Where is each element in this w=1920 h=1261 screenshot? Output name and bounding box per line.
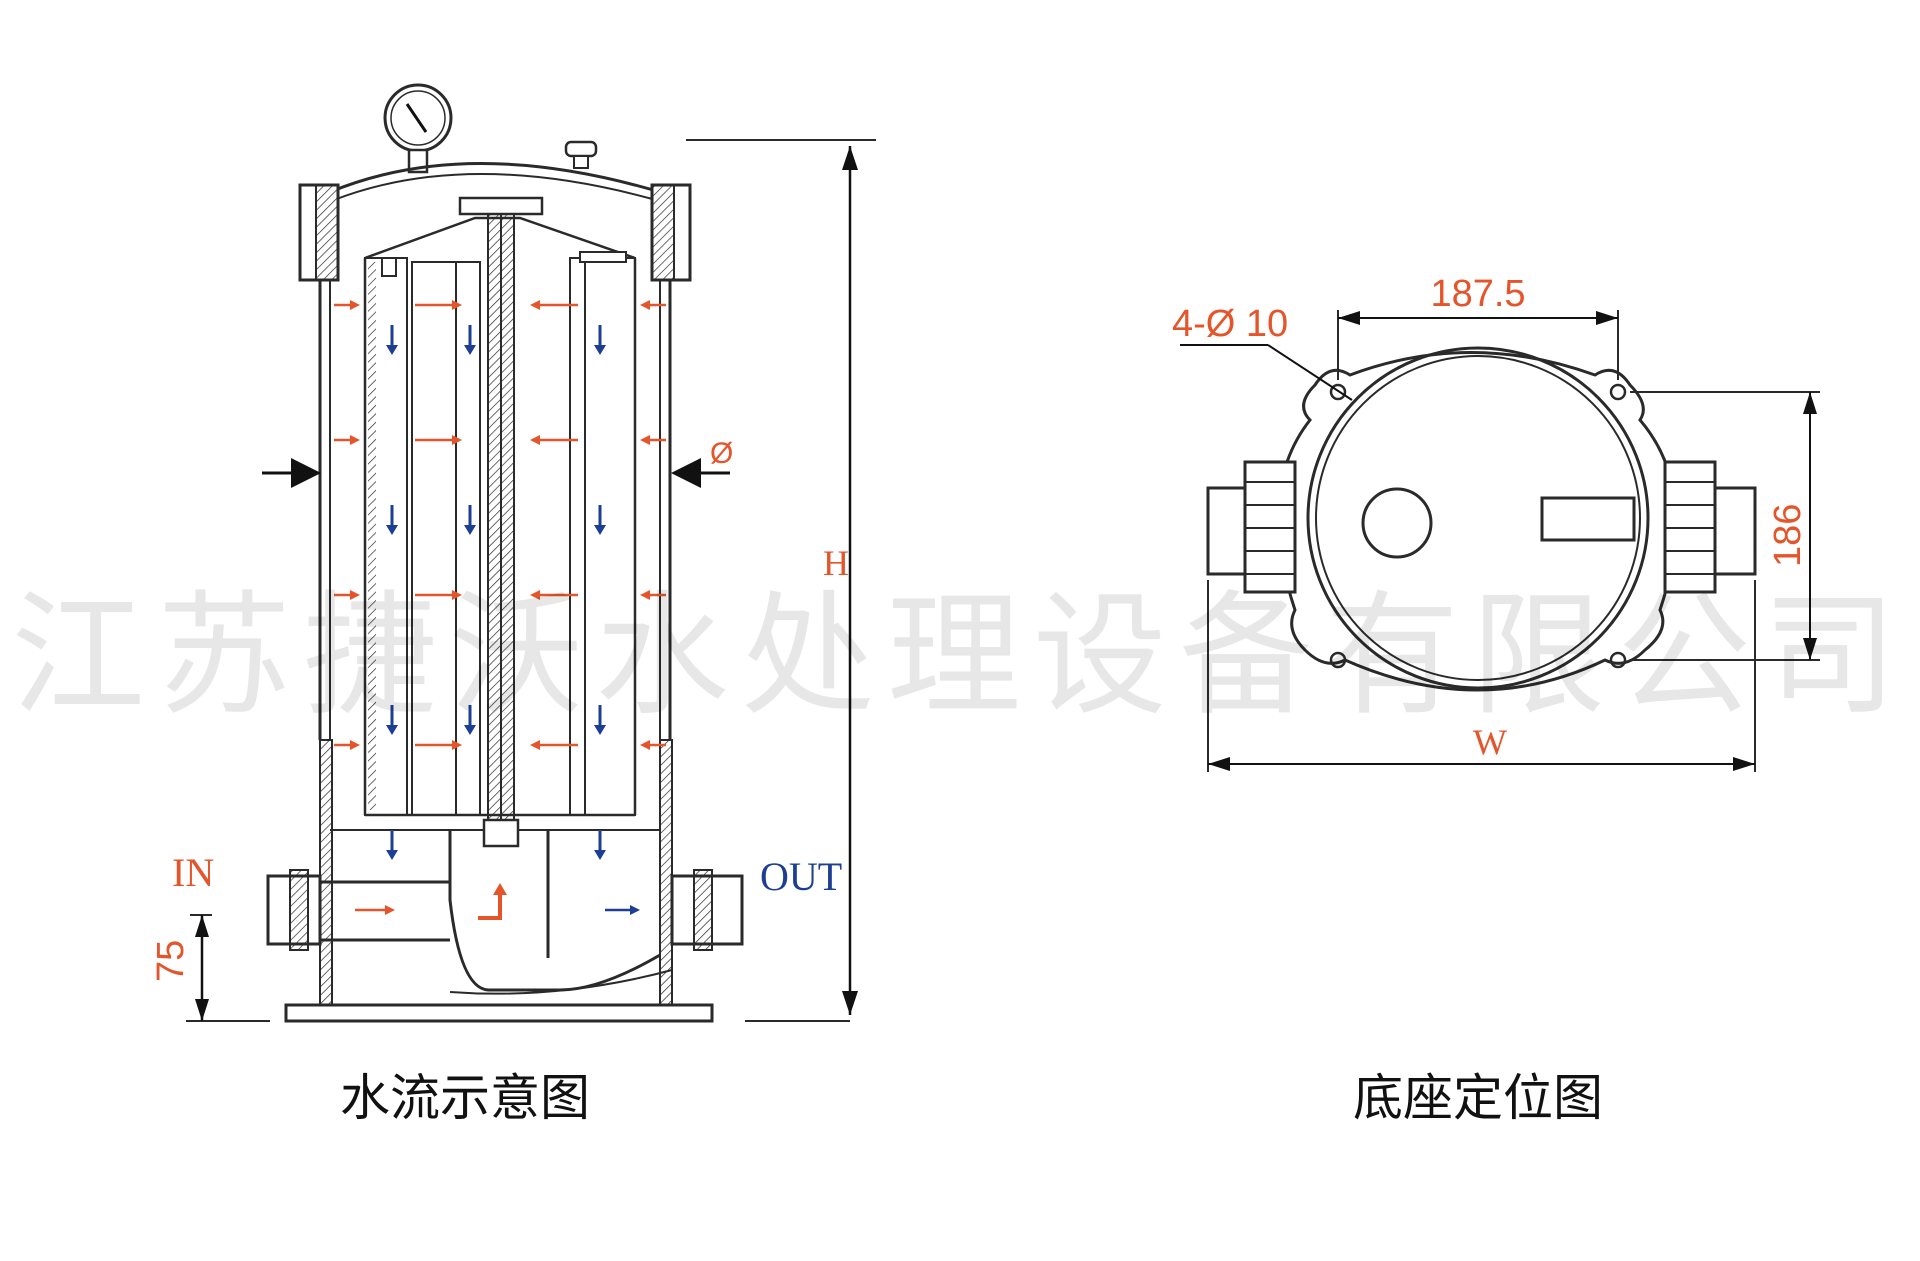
width-label: W [1473, 722, 1507, 762]
center-port [1361, 487, 1433, 559]
flow-arrowhead [594, 525, 606, 535]
mounting-hole-icons [1329, 383, 1627, 669]
flow-arrowhead [464, 725, 476, 735]
hole-spacing-dimension [1337, 310, 1619, 380]
company-watermark: 江苏捷沃水处理设备有限公司 [11, 578, 1909, 734]
base-positioning-diagram: 187.5 4-Ø 10 186 W 底座定位图 [1172, 273, 1820, 1127]
width-dimension [1207, 580, 1756, 772]
depth-label: 186 [1767, 504, 1809, 567]
flow-arrowhead [640, 435, 650, 445]
flow-arrowhead [452, 740, 462, 750]
clamp-left [298, 183, 340, 282]
inflow-arrows [334, 300, 666, 920]
flow-arrowhead [464, 345, 476, 355]
flow-arrowhead [530, 300, 540, 310]
flow-arrowhead [350, 435, 360, 445]
flow-arrowhead [452, 590, 462, 600]
pressure-gauge-icon [383, 83, 453, 174]
hole-spacing-label: 187.5 [1430, 273, 1525, 315]
flow-arrowhead [493, 883, 507, 895]
base-flange [1276, 351, 1678, 692]
flow-arrowhead [350, 300, 360, 310]
outflow-arrows [386, 325, 640, 915]
inlet-label: IN [172, 850, 214, 895]
inlet-pipe [266, 869, 450, 951]
flow-arrowhead [640, 590, 650, 600]
flow-diagram-caption: 水流示意图 [340, 1069, 590, 1127]
depth-dimension [1630, 391, 1820, 661]
left-union [1206, 460, 1297, 594]
flow-arrowhead [594, 850, 606, 860]
flow-arrowhead [452, 435, 462, 445]
flow-arrowhead [640, 740, 650, 750]
flow-arrowhead [452, 300, 462, 310]
water-flow-diagram: Ø H 75 IN OUT 水流示意图 [150, 83, 876, 1127]
height-label: H [823, 543, 849, 583]
nameplate [1540, 496, 1636, 542]
outlet-label: OUT [760, 854, 842, 899]
center-tube [458, 196, 544, 848]
housing-lid [329, 162, 661, 201]
flow-arrowhead [386, 850, 398, 860]
flow-arrow [478, 893, 502, 920]
clamp-right [650, 183, 692, 282]
flow-arrowhead [350, 590, 360, 600]
base-diagram-caption: 底座定位图 [1353, 1069, 1603, 1127]
flow-arrowhead [386, 725, 398, 735]
diameter-label: Ø [710, 437, 733, 470]
height-dimension [686, 139, 876, 1015]
flow-arrowhead [350, 740, 360, 750]
flow-arrowhead [640, 300, 650, 310]
holes-label: 4-Ø 10 [1172, 303, 1288, 345]
inlet-height-dimension [190, 914, 212, 1021]
outlet-chamber [448, 830, 673, 995]
flow-arrowhead [464, 525, 476, 535]
flow-arrowhead [530, 435, 540, 445]
flow-arrowhead [594, 725, 606, 735]
flow-arrowhead [630, 905, 640, 915]
right-union [1663, 460, 1757, 594]
flow-arrowhead [386, 345, 398, 355]
flow-arrowhead [530, 590, 540, 600]
vent-valve-icon [564, 140, 598, 169]
base-inner-ring [1315, 355, 1641, 681]
hole-leader [1180, 344, 1353, 401]
inlet-height-label: 75 [150, 940, 192, 982]
filter-cartridges [364, 251, 636, 816]
flow-arrowhead [385, 905, 395, 915]
flow-arrowhead [530, 740, 540, 750]
base-foot [186, 1003, 850, 1023]
flow-arrowhead [594, 345, 606, 355]
base-outer-ring [1306, 346, 1650, 690]
outlet-pipe [670, 869, 744, 951]
flow-arrowhead [386, 525, 398, 535]
